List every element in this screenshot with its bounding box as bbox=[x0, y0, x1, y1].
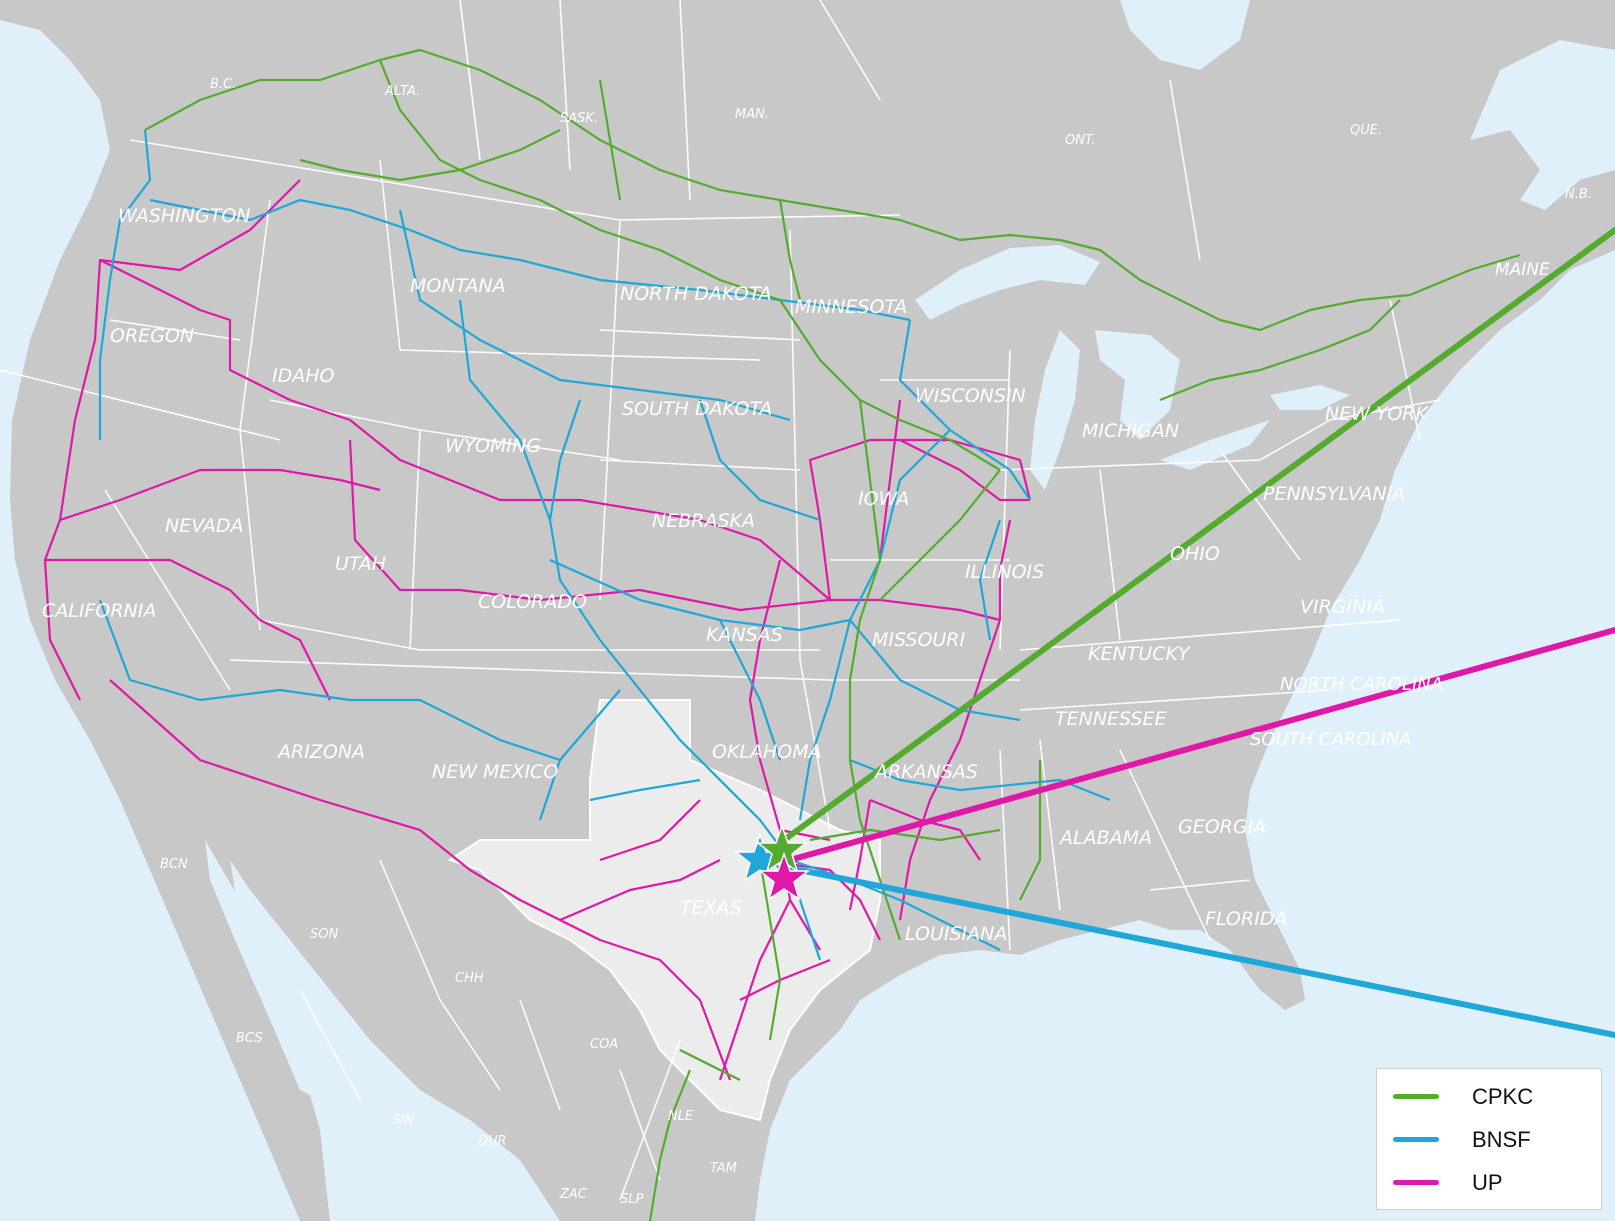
label-louisiana: LOUISIANA bbox=[905, 923, 1007, 945]
legend-item-cpkc[interactable]: CPKC bbox=[1377, 1075, 1601, 1118]
label-washington: WASHINGTON bbox=[118, 205, 251, 227]
label-chh: CHH bbox=[455, 971, 484, 986]
label-man: MAN. bbox=[735, 107, 769, 122]
label-oklahoma: OKLAHOMA bbox=[712, 741, 822, 763]
label-utah: UTAH bbox=[335, 553, 386, 575]
legend-swatch bbox=[1393, 1137, 1439, 1142]
label-oregon: OREGON bbox=[110, 325, 194, 347]
lake-huron bbox=[1095, 330, 1180, 440]
label-idaho: IDAHO bbox=[272, 365, 335, 387]
bnsf-callout-line bbox=[787, 865, 1615, 1038]
label-wyoming: WYOMING bbox=[445, 435, 541, 457]
legend-swatch bbox=[1393, 1180, 1439, 1185]
label-missouri: MISSOURI bbox=[872, 629, 966, 651]
up-network bbox=[43, 179, 1032, 1081]
label-new-mexico: NEW MEXICO bbox=[432, 761, 558, 783]
bnsf-network bbox=[98, 129, 1111, 961]
label-georgia: GEORGIA bbox=[1178, 816, 1266, 838]
label-north-carolina: NORTH CAROLINA bbox=[1280, 674, 1443, 695]
label-texas: TEXAS bbox=[680, 897, 742, 919]
label-arkansas: ARKANSAS bbox=[873, 761, 978, 783]
label-bc: B.C. bbox=[210, 77, 236, 92]
label-michigan: MICHIGAN bbox=[1082, 420, 1179, 442]
label-coa: COA bbox=[590, 1037, 618, 1052]
label-minnesota: MINNESOTA bbox=[795, 296, 907, 318]
label-ont: ONT. bbox=[1065, 133, 1096, 148]
label-zac: ZAC bbox=[559, 1187, 588, 1202]
label-florida: FLORIDA bbox=[1205, 908, 1287, 930]
label-nevada: NEVADA bbox=[165, 515, 244, 537]
label-tennessee: TENNESSEE bbox=[1055, 708, 1167, 730]
legend-item-bnsf[interactable]: BNSF bbox=[1377, 1118, 1601, 1161]
label-nb: N.B. bbox=[1565, 187, 1592, 202]
lake-ontario bbox=[1270, 385, 1350, 410]
label-nle: NLE bbox=[668, 1109, 694, 1124]
legend-label: BNSF bbox=[1472, 1126, 1531, 1152]
label-north-dakota: NORTH DAKOTA bbox=[620, 283, 772, 305]
label-sask: SASK. bbox=[560, 111, 598, 126]
label-iowa: IOWA bbox=[858, 488, 909, 510]
hudson-bay bbox=[1120, 0, 1250, 70]
label-montana: MONTANA bbox=[410, 275, 506, 297]
label-son: SON bbox=[310, 927, 338, 942]
label-south-dakota: SOUTH DAKOTA bbox=[622, 398, 772, 420]
label-kansas: KANSAS bbox=[706, 624, 783, 646]
label-maine: MAINE bbox=[1495, 260, 1550, 280]
map-legend: CPKC BNSF UP bbox=[1376, 1068, 1602, 1210]
label-que: QUE. bbox=[1350, 123, 1382, 138]
label-wisconsin: WISCONSIN bbox=[915, 385, 1026, 407]
label-sin: SIN bbox=[392, 1113, 414, 1128]
label-bcs: BCS bbox=[236, 1031, 263, 1046]
cpkc-callout-line bbox=[777, 227, 1615, 846]
lake-superior bbox=[915, 245, 1100, 320]
label-illinois: ILLINOIS bbox=[965, 561, 1044, 583]
label-south-carolina: SOUTH CAROLINA bbox=[1250, 729, 1412, 750]
lake-erie bbox=[1160, 420, 1270, 470]
gulf-st-lawrence bbox=[1470, 40, 1615, 210]
label-pennsylvania: PENNSYLVANIA bbox=[1263, 483, 1405, 505]
label-ohio: OHIO bbox=[1170, 543, 1220, 565]
label-alta: ALTA. bbox=[384, 84, 420, 99]
label-colorado: COLORADO bbox=[478, 591, 587, 613]
label-kentucky: KENTUCKY bbox=[1088, 643, 1191, 665]
lake-michigan bbox=[1030, 330, 1080, 490]
label-alabama: ALABAMA bbox=[1058, 827, 1152, 849]
legend-item-up[interactable]: UP bbox=[1377, 1161, 1601, 1204]
label-arizona: ARIZONA bbox=[276, 741, 365, 763]
up-star-icon[interactable] bbox=[757, 851, 811, 901]
legend-label: CPKC bbox=[1472, 1083, 1534, 1109]
legend-label: UP bbox=[1472, 1169, 1503, 1195]
label-dur: DUR bbox=[478, 1134, 507, 1149]
label-bcn: BCN bbox=[160, 857, 188, 872]
label-nebraska: NEBRASKA bbox=[652, 510, 755, 532]
up-callout-line bbox=[787, 627, 1615, 863]
label-new-york: NEW YORK bbox=[1325, 403, 1429, 425]
label-california: CALIFORNIA bbox=[42, 600, 156, 622]
cpkc-network bbox=[144, 48, 1521, 1221]
legend-swatch bbox=[1393, 1094, 1439, 1099]
label-slp: SLP bbox=[620, 1192, 643, 1207]
gulf-of-california bbox=[205, 840, 320, 1100]
label-virginia: VIRGINIA bbox=[1300, 596, 1385, 618]
region-labels: B.C. ALTA. SASK. MAN. ONT. QUE. N.B. WAS… bbox=[42, 77, 1592, 1207]
label-tam: TAM bbox=[710, 1161, 737, 1176]
